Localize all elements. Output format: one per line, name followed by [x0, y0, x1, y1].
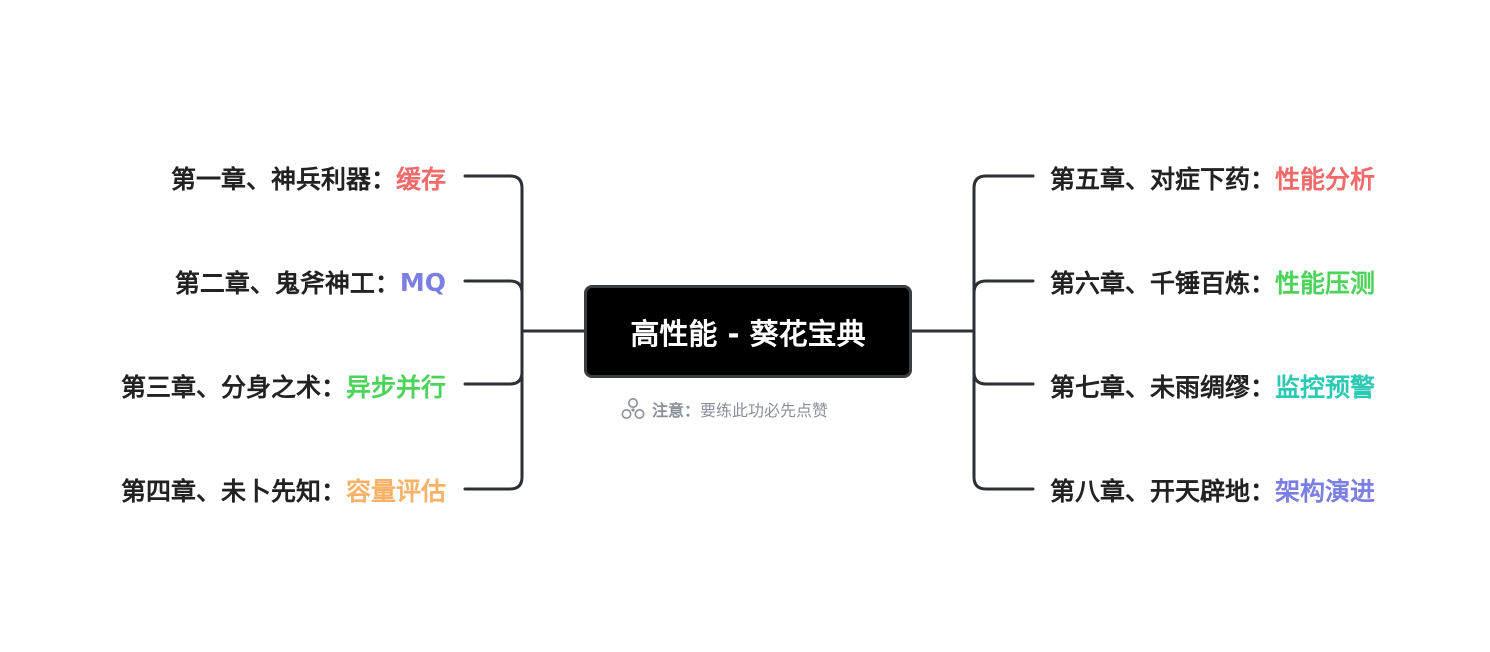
branch-chapter-3[interactable]: 第三章、分身之术：异步并行 [121, 368, 446, 404]
branch-separator: ： [1250, 269, 1276, 298]
branch-separator: ： [1250, 165, 1276, 194]
branch-chapter-label: 第二章、鬼斧神工 [174, 269, 375, 298]
branch-chapter-label: 第八章、开天辟地 [1050, 477, 1251, 506]
branch-chapter-6[interactable]: 第六章、千锤百炼：性能压测 [1050, 264, 1375, 300]
root-node[interactable]: 高性能 - 葵花宝典 [584, 285, 912, 378]
connector-left-4 [463, 329, 524, 491]
branch-chapter-2[interactable]: 第二章、鬼斧神工：MQ [175, 264, 446, 300]
connector-right-4 [972, 329, 1035, 491]
connector-right-1 [972, 174, 1035, 333]
branch-topic: 监控预警 [1275, 373, 1376, 402]
note: 注意： 要练此功必先点赞 [620, 396, 828, 422]
note-label: 注意： [652, 401, 701, 420]
branch-chapter-label: 第六章、千锤百炼 [1050, 269, 1251, 298]
branch-chapter-1[interactable]: 第一章、神兵利器：缓存 [171, 160, 446, 196]
branch-chapter-5[interactable]: 第五章、对症下药：性能分析 [1050, 160, 1375, 196]
branch-topic: 异步并行 [345, 373, 446, 402]
branch-topic: MQ [399, 267, 446, 297]
branch-topic: 性能压测 [1275, 269, 1376, 298]
branch-topic: 容量评估 [345, 477, 446, 506]
branch-chapter-label: 第七章、未雨绸缪 [1050, 373, 1251, 402]
branch-separator: ： [374, 269, 400, 298]
connector-left-1 [463, 174, 524, 333]
tri-circle-icon [621, 398, 645, 419]
branch-chapter-4[interactable]: 第四章、未卜先知：容量评估 [121, 472, 446, 508]
branch-chapter-label: 第四章、未卜先知 [120, 477, 321, 506]
branch-separator: ： [370, 165, 396, 194]
branch-topic: 性能分析 [1275, 165, 1376, 194]
connector-right-3 [972, 329, 1035, 386]
branch-chapter-label: 第一章、神兵利器 [170, 165, 371, 194]
branch-chapter-7[interactable]: 第七章、未雨绸缪：监控预警 [1050, 368, 1375, 404]
connector-left-2 [463, 279, 524, 333]
root-title: 高性能 - 葵花宝典 [630, 316, 866, 351]
branch-topic: 缓存 [395, 165, 446, 194]
branch-separator: ： [1250, 477, 1276, 506]
branch-separator: ： [320, 477, 346, 506]
branch-separator: ： [320, 373, 346, 402]
branch-separator: ： [1250, 373, 1276, 402]
branch-chapter-label: 第三章、分身之术 [120, 373, 321, 402]
branch-chapter-label: 第五章、对症下药 [1050, 165, 1251, 194]
connector-left-3 [463, 329, 524, 386]
branch-topic: 架构演进 [1275, 477, 1376, 506]
connector-right-2 [972, 279, 1035, 333]
branch-chapter-8[interactable]: 第八章、开天辟地：架构演进 [1050, 472, 1375, 508]
note-text: 要练此功必先点赞 [700, 401, 829, 420]
